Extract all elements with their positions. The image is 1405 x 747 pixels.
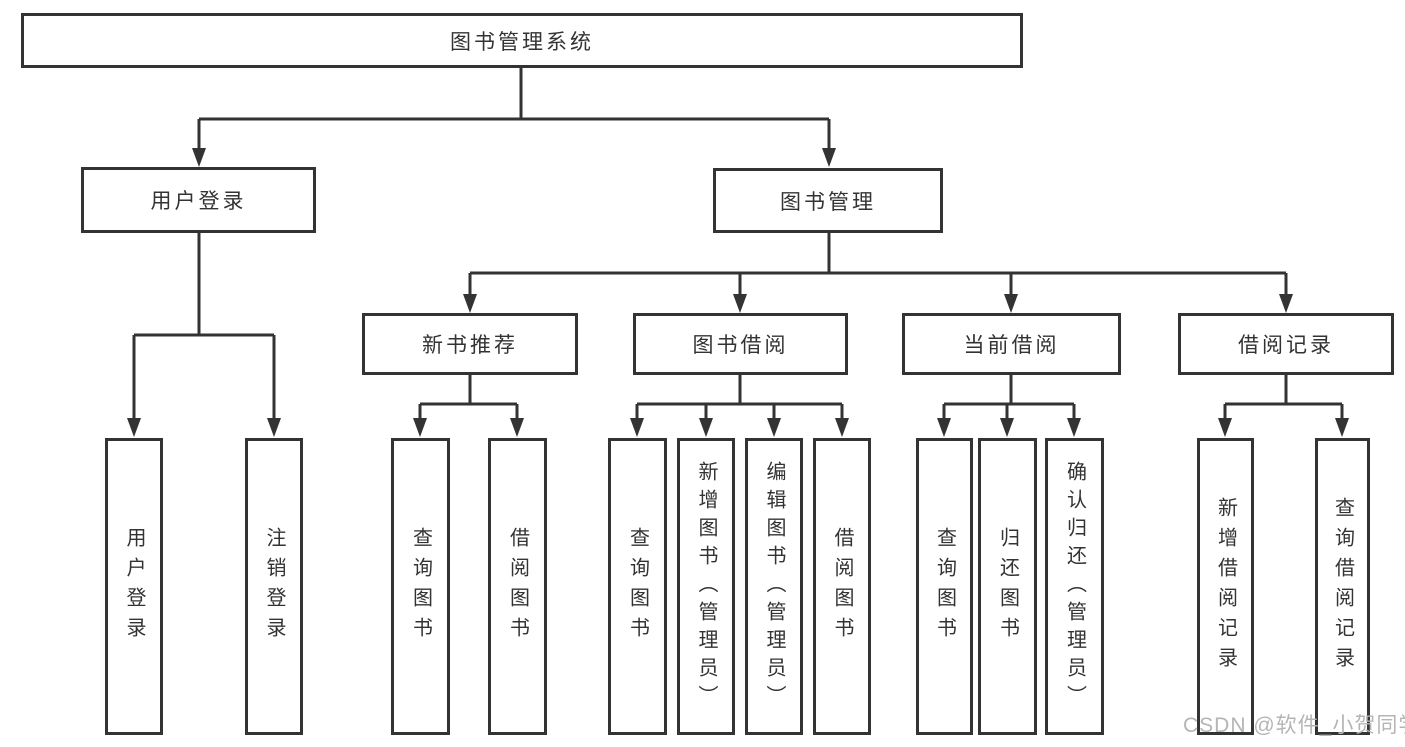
leaf-add-borrow-record: 新增借阅记录 [1197, 438, 1254, 735]
arrowheads [127, 148, 1349, 437]
leaf-current-query-books: 查询图书 [916, 438, 973, 735]
leaf-add-books-admin: 新增图书（管理员） [677, 438, 735, 735]
connector-user-login-to-leaves [132, 233, 276, 427]
leaf-rec-query-books: 查询图书 [391, 438, 450, 735]
node-new-book-recommendation: 新书推荐 [362, 313, 578, 375]
node-book-management: 图书管理 [713, 168, 943, 233]
connector-book-borrow-to-leaves [635, 375, 844, 427]
watermark-text: CSDN @软件_小贺同学 [1183, 714, 1405, 737]
leaf-borrow-query-books: 查询图书 [608, 438, 667, 735]
leaf-borrow-books: 借阅图书 [813, 438, 871, 735]
connector-book-mgmt-to-level3 [468, 233, 1288, 303]
node-user-login: 用户登录 [81, 167, 316, 233]
node-borrowing-records: 借阅记录 [1178, 313, 1394, 375]
leaf-query-borrow-record: 查询借阅记录 [1315, 438, 1370, 735]
connector-current-borrow-to-leaves [942, 375, 1076, 427]
connector-root-to-level2 [197, 68, 831, 157]
node-current-borrowing: 当前借阅 [902, 313, 1121, 375]
node-root-library-system: 图书管理系统 [21, 13, 1023, 68]
leaf-confirm-return-admin: 确认归还（管理员） [1045, 438, 1104, 735]
leaf-return-books: 归还图书 [978, 438, 1037, 735]
connector-borrow-records-to-leaves [1223, 375, 1344, 427]
connector-new-book-rec-to-leaves [418, 375, 519, 427]
leaf-user-login: 用户登录 [105, 438, 163, 735]
node-book-borrowing: 图书借阅 [633, 313, 848, 375]
leaf-edit-books-admin: 编辑图书（管理员） [745, 438, 803, 735]
leaf-logout: 注销登录 [245, 438, 303, 735]
leaf-rec-borrow-books: 借阅图书 [488, 438, 547, 735]
